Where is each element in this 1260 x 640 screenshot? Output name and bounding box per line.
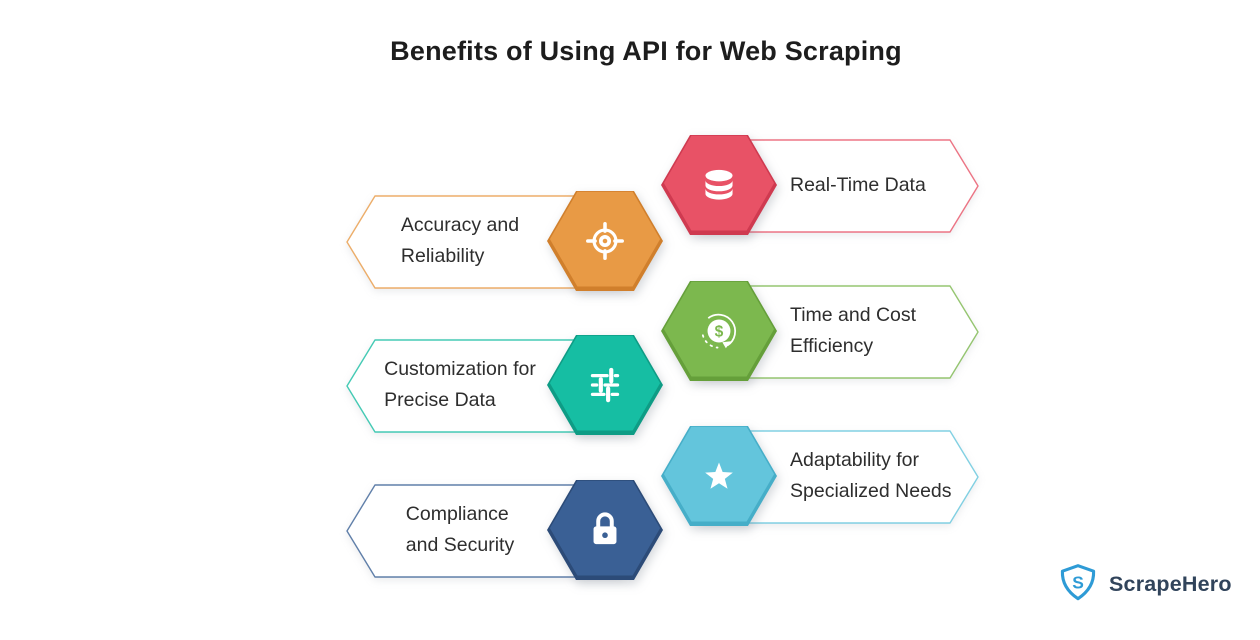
benefit-label-line2: and Security — [405, 534, 515, 556]
database-icon — [705, 169, 733, 200]
scrapehero-shield-icon: S — [1060, 564, 1096, 601]
benefit-item-accuracy-reliability: Accuracy and Reliability — [345, 191, 663, 291]
benefit-item-adaptability-specialized-needs: Adaptability for Specialized Needs — [661, 426, 980, 526]
benefit-hexagon — [547, 480, 663, 580]
benefit-label-line1: Customization for — [384, 358, 536, 380]
benefit-item-compliance-security: Compliance and Security — [345, 480, 663, 580]
benefit-text-area: Compliance and Security — [375, 483, 545, 577]
benefit-item-real-time-data: Real-Time Data — [661, 135, 980, 235]
benefit-item-customization-precise-data: Customization for Precise Data — [345, 335, 663, 435]
page-title: Benefits of Using API for Web Scraping — [390, 36, 902, 66]
dollar-rotation-icon: $ — [701, 313, 737, 349]
scrapehero-wordmark: ScrapeHero — [1109, 571, 1232, 596]
benefit-label-line1: Real-Time Data — [790, 173, 926, 196]
target-icon — [586, 222, 624, 260]
lock-icon — [593, 512, 617, 545]
benefit-label-line1: Compliance — [405, 503, 509, 525]
benefit-label-line2: Reliability — [400, 245, 485, 267]
benefit-label-line1: Accuracy and — [400, 214, 520, 236]
scrapehero-logo: S ScrapeHero — [1056, 562, 1232, 606]
benefit-text-area: Real-Time Data — [790, 138, 960, 232]
benefit-text-area: Time and Cost Efficiency — [790, 284, 960, 378]
benefit-hexagon — [661, 135, 777, 235]
benefit-hexagon: $ — [661, 281, 777, 381]
benefit-hexagon — [661, 426, 777, 526]
benefit-label-line2: Specialized Needs — [790, 480, 952, 502]
sliders-icon — [590, 367, 620, 403]
star-icon — [705, 462, 733, 489]
benefit-label-line1: Time and Cost — [790, 304, 917, 326]
benefit-label-line2: Efficiency — [790, 335, 874, 357]
svg-text:$: $ — [715, 324, 724, 341]
benefit-item-time-cost-efficiency: Time and Cost Efficiency $ — [661, 281, 980, 381]
benefit-text-area: Accuracy and Reliability — [375, 194, 545, 288]
benefit-text-area: Adaptability for Specialized Needs — [790, 429, 960, 523]
benefit-label-line1: Adaptability for — [790, 449, 919, 471]
benefit-hexagon — [547, 335, 663, 435]
benefit-label-line2: Precise Data — [384, 389, 496, 411]
svg-text:S: S — [1072, 573, 1084, 593]
benefit-hexagon — [547, 191, 663, 291]
benefit-text-area: Customization for Precise Data — [375, 338, 545, 432]
